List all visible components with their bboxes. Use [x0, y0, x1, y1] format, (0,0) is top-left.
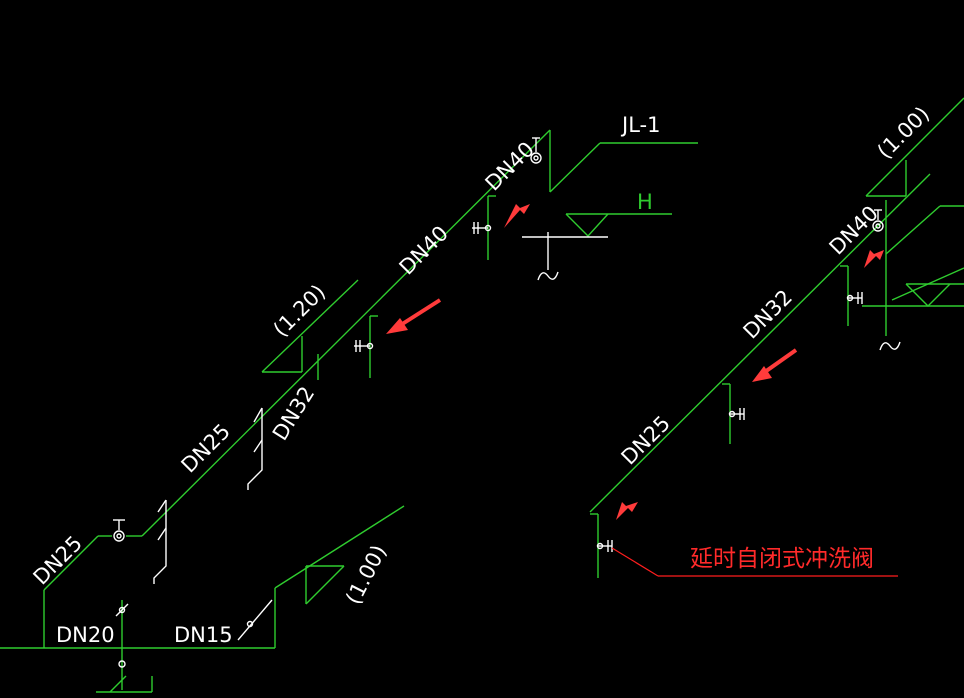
dn15-branch — [237, 588, 276, 648]
elevation-mark-100-left: (1.00) — [274, 505, 405, 608]
riser-label: JL-1 — [620, 113, 660, 137]
valve-note-label: 延时自闭式冲洗阀 — [690, 546, 874, 572]
left-main-pipe — [0, 129, 551, 649]
red-arrow-right-lower — [616, 502, 638, 520]
dn25-left-mid-label: DN25 — [177, 419, 235, 477]
floor-mark-h: H — [522, 190, 672, 281]
flush-valve-upper — [472, 195, 496, 260]
dn20-label: DN20 — [56, 623, 115, 647]
elevation-mark-100-right: (1.00) — [865, 97, 964, 197]
red-arrow-right-top — [864, 250, 884, 268]
valve-note-annotation: 延时自闭式冲洗阀 — [611, 546, 898, 577]
flush-valve-right-middle — [722, 383, 745, 444]
red-arrow-right-middle — [752, 348, 798, 382]
dn25-right-label: DN25 — [617, 411, 675, 469]
elevation-label-120: (1.20) — [269, 280, 331, 342]
right-main-pipe — [589, 173, 964, 513]
dn32-left-label: DN32 — [268, 382, 319, 444]
elevation-mark-120: (1.20) — [261, 279, 359, 380]
dn40-mid-label: DN40 — [395, 221, 453, 279]
dn15-label: DN15 — [174, 623, 233, 647]
top-gate-valve — [530, 137, 542, 164]
red-arrow-upper-left — [504, 204, 530, 228]
red-arrow-middle-left — [386, 298, 442, 334]
dn32-branch-fixture — [247, 407, 263, 490]
riser-leader: JL-1 — [549, 113, 698, 193]
flush-valve-right-upper — [840, 265, 863, 326]
h-mark-label: H — [637, 190, 653, 214]
dn20-branch — [96, 600, 153, 693]
dn25-stop-valve — [113, 519, 125, 542]
dn40-top-label: DN40 — [481, 137, 539, 195]
right-gate-valve — [872, 209, 884, 232]
right-floor-mark — [862, 267, 964, 351]
dn25-left-bottom-label: DN25 — [29, 531, 87, 589]
flush-valve-right-lower — [590, 513, 613, 578]
elevation-label-100-left: (1.00) — [341, 541, 391, 608]
lower-fixture — [153, 499, 167, 584]
flush-valve-middle — [354, 315, 378, 378]
elevation-label-100-right: (1.00) — [873, 102, 935, 164]
